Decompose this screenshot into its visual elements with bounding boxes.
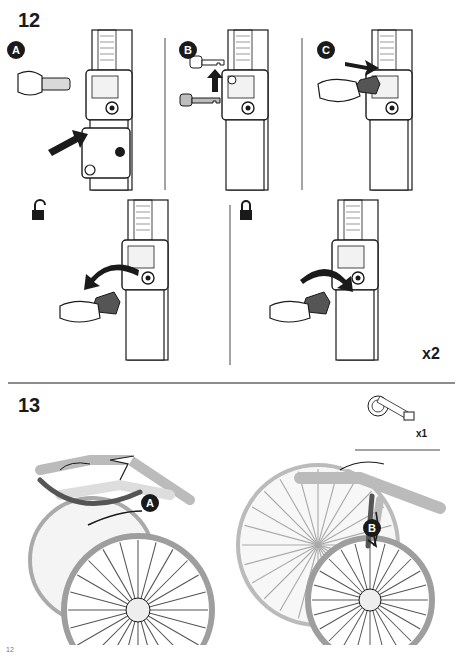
- callout-circle: C: [317, 41, 335, 59]
- callout-letter: A: [12, 45, 20, 56]
- callout-letter: C: [322, 45, 330, 56]
- quantity: x2: [422, 346, 440, 362]
- callout-circle: B: [363, 519, 381, 537]
- callout-circle: A: [7, 41, 25, 59]
- callout-letter: B: [368, 523, 376, 534]
- callout-letter: A: [146, 498, 154, 509]
- quantity: x1: [416, 429, 427, 439]
- page-number: 12: [6, 646, 14, 653]
- step-number: 13: [18, 395, 40, 415]
- step-number: 12: [18, 10, 40, 30]
- callout-circle: B: [179, 41, 197, 59]
- callout-letter: B: [184, 45, 192, 56]
- callout-circle: A: [141, 494, 159, 512]
